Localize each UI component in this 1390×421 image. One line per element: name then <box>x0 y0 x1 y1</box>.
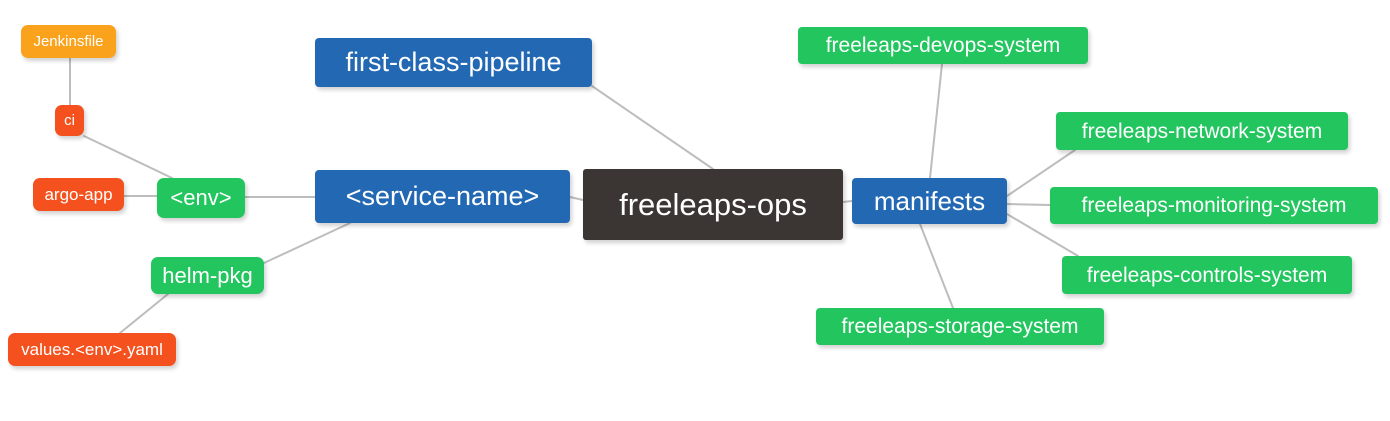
edge-manifests-to-freeleaps-storage-system <box>919 223 954 309</box>
node-label: <env> <box>170 185 232 210</box>
node-manifests[interactable]: manifests <box>852 178 1007 224</box>
edge-helm-pkg-to-values-env-yaml <box>119 293 169 334</box>
node-helm-pkg[interactable]: helm-pkg <box>151 257 264 294</box>
node-freeleaps-ops[interactable]: freeleaps-ops <box>583 169 843 240</box>
node-label: values.<env>.yaml <box>21 340 163 359</box>
node-values-env-yaml[interactable]: values.<env>.yaml <box>8 333 176 366</box>
node-label: freeleaps-ops <box>619 187 807 222</box>
node-label: ci <box>64 112 75 129</box>
edge-ci-to-env <box>83 135 173 179</box>
node-label: argo-app <box>44 185 113 204</box>
edge-manifests-to-freeleaps-monitoring-system <box>1006 203 1051 206</box>
edge-manifests-to-freeleaps-devops-system <box>929 63 943 179</box>
node-first-class-pipeline[interactable]: first-class-pipeline <box>315 38 592 87</box>
node-label: manifests <box>873 186 986 216</box>
node-label: helm-pkg <box>162 262 253 288</box>
node-freeleaps-network-system[interactable]: freeleaps-network-system <box>1056 112 1348 150</box>
node-jenkinsfile[interactable]: Jenkinsfile <box>21 25 116 58</box>
node-label: <service-name> <box>345 181 540 211</box>
edge-service-name-to-freeleaps-ops <box>569 196 584 201</box>
node-label: freeleaps-storage-system <box>841 315 1079 338</box>
edge-first-class-pipeline-to-freeleaps-ops <box>591 85 714 170</box>
node-label: Jenkinsfile <box>33 33 104 50</box>
node-env[interactable]: <env> <box>157 178 245 218</box>
node-label: freeleaps-devops-system <box>825 34 1061 57</box>
edge-freeleaps-ops-to-manifests <box>842 200 853 203</box>
node-freeleaps-monitoring-system[interactable]: freeleaps-monitoring-system <box>1050 187 1378 224</box>
node-service-name[interactable]: <service-name> <box>315 170 570 223</box>
node-argo-app[interactable]: argo-app <box>33 178 124 211</box>
node-freeleaps-devops-system[interactable]: freeleaps-devops-system <box>798 27 1088 64</box>
node-freeleaps-storage-system[interactable]: freeleaps-storage-system <box>816 308 1104 345</box>
node-freeleaps-controls-system[interactable]: freeleaps-controls-system <box>1062 256 1352 294</box>
node-ci[interactable]: ci <box>55 105 84 136</box>
node-label: freeleaps-controls-system <box>1086 263 1328 287</box>
edge-service-name-to-helm-pkg <box>263 222 351 264</box>
node-label: freeleaps-monitoring-system <box>1081 194 1347 217</box>
node-label: first-class-pipeline <box>345 47 562 77</box>
node-label: freeleaps-network-system <box>1081 119 1323 143</box>
